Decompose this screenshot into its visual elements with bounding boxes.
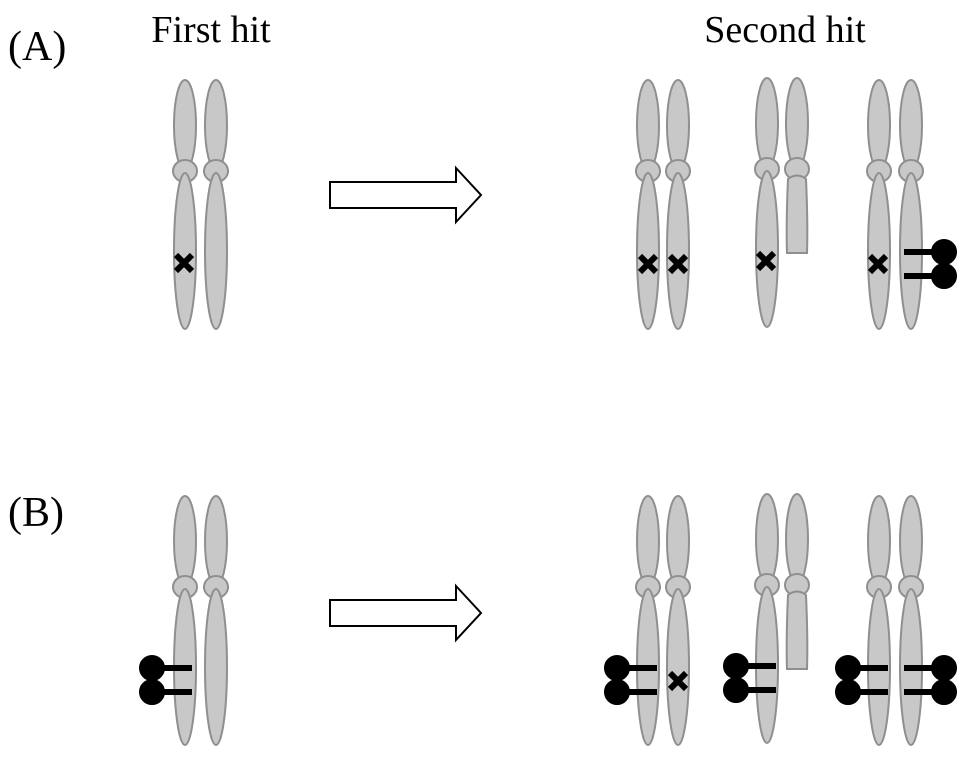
a-second-hit-deletion-pair <box>754 77 810 328</box>
chromosome <box>866 495 892 746</box>
deleted-chromosome <box>784 493 810 670</box>
chromosome <box>754 493 780 744</box>
chromosome <box>898 495 924 746</box>
panel-b-label: (B) <box>8 490 64 536</box>
panel-a-label: (A) <box>8 24 66 70</box>
chromosome <box>665 79 691 330</box>
b-second-hit-methylation-pair <box>866 495 924 746</box>
chromosome <box>665 495 691 746</box>
chromosome <box>866 79 892 330</box>
chromosome <box>172 495 198 746</box>
chromosome <box>203 495 229 746</box>
chromosome <box>635 79 661 330</box>
a-first-hit-pair <box>172 79 229 330</box>
b-second-hit-deletion-pair <box>754 493 810 744</box>
transition-arrow <box>329 165 483 225</box>
chromosome <box>172 79 198 330</box>
a-second-hit-methylation-pair <box>866 79 924 330</box>
chromosome <box>203 79 229 330</box>
panel-b <box>142 493 954 746</box>
chromosome <box>635 495 661 746</box>
first-hit-heading: First hit <box>151 9 271 51</box>
panel-a <box>172 77 954 330</box>
a-second-hit-mutation-pair <box>635 79 691 330</box>
b-first-hit-pair <box>172 495 229 746</box>
chromosome <box>754 77 780 328</box>
b-second-hit-mutation-pair <box>635 495 691 746</box>
second-hit-heading: Second hit <box>704 9 866 51</box>
deleted-chromosome <box>784 77 810 254</box>
chromosome <box>898 79 924 330</box>
transition-arrow <box>329 583 483 643</box>
